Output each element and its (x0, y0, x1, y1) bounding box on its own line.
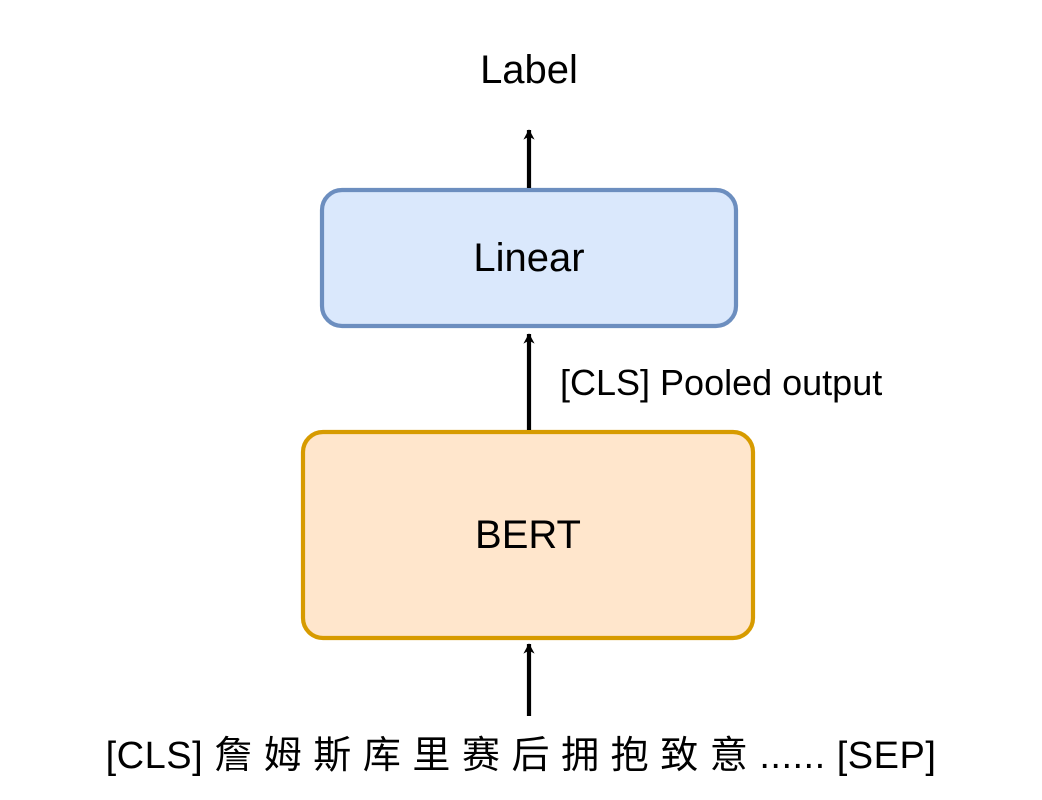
linear-box[interactable] (319, 187, 739, 329)
bert-box[interactable] (300, 429, 756, 641)
